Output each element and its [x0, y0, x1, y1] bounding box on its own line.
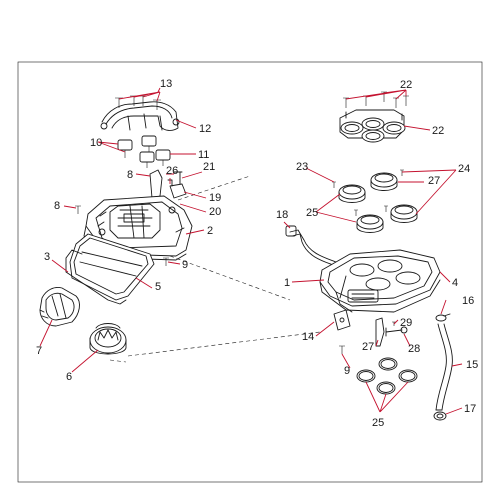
breather-hose-part: [285, 225, 345, 269]
callout-17: 19: [209, 192, 221, 204]
callout-5: 5: [155, 281, 161, 293]
lower-screws-part: [385, 321, 408, 337]
callout-1: 1: [284, 277, 290, 289]
o-rings-part: [356, 357, 418, 395]
airbox-upper-part: [83, 195, 193, 261]
callout-3: 3: [44, 251, 50, 263]
assembly-line-1: [109, 175, 321, 363]
support-bracket-part: [375, 317, 385, 347]
callout-9a: 10: [90, 137, 102, 149]
callout-18: 20: [209, 206, 221, 218]
callout-4: 4: [452, 277, 458, 289]
callout-22b: 24: [458, 163, 470, 175]
sheet-border: [17, 61, 483, 483]
boot-screws-part: [332, 169, 404, 216]
intake-boots-part: [338, 172, 418, 233]
left-screws-part: [75, 205, 169, 266]
assembly-line-2: [169, 255, 291, 301]
callout-8d: 9: [344, 365, 350, 377]
callout-15: 17: [464, 403, 476, 415]
filter-gasket-part: [65, 249, 127, 305]
callout-24: 27: [428, 175, 440, 187]
callout-26: 26: [166, 165, 178, 177]
lower-screw-part: [339, 345, 345, 354]
callout-10: 12: [199, 123, 211, 135]
callout-21: 22: [432, 125, 444, 137]
callout-25: 25: [372, 417, 384, 429]
air-filter-part: [69, 233, 155, 301]
bracket-plate-part: [333, 309, 351, 331]
funnel-assembly-part: [339, 109, 406, 143]
injector-rail-part: [100, 101, 180, 131]
callout-22a: 23: [296, 161, 308, 173]
callout-6: 6: [66, 371, 72, 383]
callout-19: 21: [203, 161, 215, 173]
callout-20: 22: [400, 79, 412, 91]
callout-29: 29: [400, 317, 412, 329]
callout-7: 7: [36, 345, 42, 357]
drain-hose-part: [435, 323, 453, 411]
callout-9b: 11: [198, 149, 209, 161]
callout-8b: 8: [54, 200, 60, 212]
leader-lines: [39, 87, 463, 415]
duct-ring-part: [89, 323, 127, 355]
intake-duct-part: [39, 287, 80, 327]
callout-28: 28: [408, 343, 420, 355]
callout-14: 16: [462, 295, 474, 307]
hose-clip-bottom-part: [433, 411, 447, 421]
callout-2: 2: [207, 225, 213, 237]
hose-clip-top-part: [435, 313, 451, 322]
airbox-lower-part: [319, 249, 441, 313]
callout-27: 27: [362, 341, 374, 353]
callout-12: 14: [302, 331, 314, 343]
callout-8a: 8: [127, 169, 133, 181]
injectors-part: [117, 135, 171, 168]
callout-16: 18: [276, 209, 288, 221]
callout-11: 13: [160, 78, 172, 90]
sensor-bracket-part: [149, 169, 187, 199]
callout-13: 15: [466, 359, 478, 371]
callout-23: 25: [306, 207, 318, 219]
callout-8c: 9: [182, 259, 188, 271]
